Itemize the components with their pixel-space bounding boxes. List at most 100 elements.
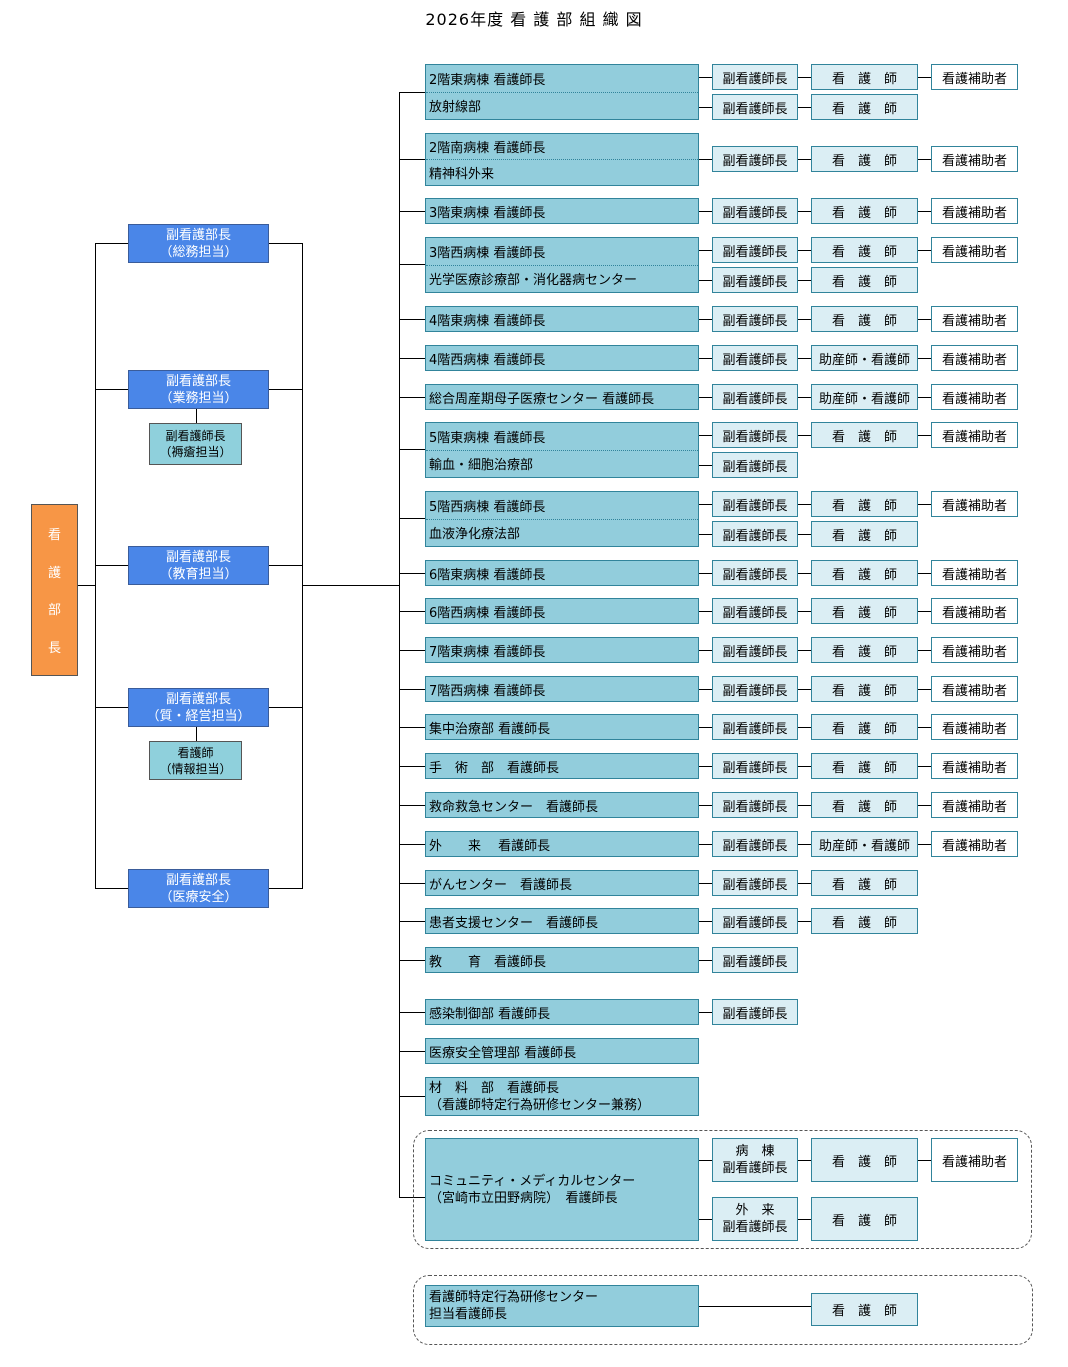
connector [917, 805, 931, 806]
connector [698, 107, 712, 108]
role-label: 看 護 師 [831, 313, 897, 329]
connector [698, 805, 712, 806]
role-label: 看 護 師 [831, 605, 897, 621]
nurse-box: 看 護 師 [811, 64, 918, 90]
dept-label: コミュニティ・メディカルセンター [429, 1173, 636, 1189]
connector [698, 358, 712, 359]
role-label: 看護補助者 [941, 313, 1007, 329]
deputy-head-nurse-box: 副看護師長 [712, 452, 798, 478]
deputy-head-nurse-box: 副看護師長 [712, 198, 798, 224]
connector [399, 92, 400, 1198]
role-label: 看護補助者 [941, 683, 1007, 699]
connector [917, 397, 931, 398]
nursing-aide-box: 看護補助者 [931, 598, 1018, 624]
deputy-head-nurse-box: 副看護師長 [712, 422, 798, 448]
dept-label: 手 術 部 看護師長 [429, 760, 560, 776]
role-label: 副看護師長 [722, 391, 788, 407]
nursing-aide-box: 看護補助者 [931, 637, 1018, 663]
nurse-box: 看 護 師 [811, 870, 918, 896]
role-label: 看護補助者 [941, 244, 1007, 260]
connector [797, 397, 811, 398]
role-label: 看護補助者 [941, 799, 1007, 815]
dept-box: 5階西病棟 看護師長 血液浄化療法部 [425, 491, 699, 547]
training-center-group-frame [413, 1275, 1033, 1345]
role-label: 病 棟 [735, 1144, 775, 1159]
director-char: 長 [47, 641, 61, 657]
role-label: 看護補助者 [941, 605, 1007, 621]
nurse-box: 看 護 師 [811, 1293, 918, 1326]
nursing-aide-box: 看護補助者 [931, 714, 1018, 740]
deputy-director-operations: 副看護部長 （業務担当） [128, 370, 269, 409]
director-char: 看 [47, 527, 61, 543]
role-label: 看護補助者 [941, 71, 1007, 87]
chart-title: 2026年度 看 護 部 組 織 図 [425, 10, 643, 29]
connector [399, 805, 425, 806]
role-label: 副看護師長 [722, 459, 788, 475]
dept-label: 救命救急センター 看護師長 [429, 799, 599, 815]
role-label: 看 護 師 [831, 721, 897, 737]
dept-label: 光学医療診療部・消化器病センター [426, 264, 698, 293]
connector [196, 408, 197, 424]
dept-label: 外 来 看護師長 [429, 838, 551, 854]
nursing-aide-box: 看護補助者 [931, 146, 1018, 172]
nursing-aide-box: 看護補助者 [931, 753, 1018, 779]
role-label: 看護補助者 [941, 644, 1007, 660]
role-label: 副看護師長 [722, 683, 788, 699]
connector [917, 573, 931, 574]
connector [698, 689, 712, 690]
connector [698, 1012, 712, 1013]
deputy-head-nurse-box: 副看護師長 [712, 831, 798, 857]
role-label: 副看護師長 [722, 644, 788, 660]
connector [698, 1306, 811, 1307]
dept-label: 2階南病棟 看護師長 [429, 141, 546, 156]
nurse-box: 看 護 師 [811, 1197, 918, 1241]
connector [797, 534, 811, 535]
role-label: 副看護師長 [722, 915, 788, 931]
dept-label: （宮崎市立田野病院） 看護師長 [429, 1190, 618, 1206]
deputy-head-nurse-box: 副看護師長 [712, 267, 798, 293]
dept-label: がんセンター 看護師長 [429, 877, 573, 893]
deputy-head-nurse-box: 副看護師長 [712, 560, 798, 586]
nurse-box: 看 護 師 [811, 521, 918, 547]
connector [399, 449, 425, 450]
connector [698, 611, 712, 612]
role-label: 看 護 師 [831, 877, 897, 893]
connector [797, 107, 811, 108]
dept-label: 5階東病棟 看護師長 [429, 430, 546, 446]
dept-label: 精神科外来 [426, 159, 698, 185]
dept-label: 血液浄化療法部 [426, 518, 698, 547]
role-label: 看 護 師 [831, 1154, 897, 1170]
deputy-head-nurse-box: 副看護師長 [712, 94, 798, 120]
role-label: 看 護 師 [831, 153, 897, 169]
deputy-role: （質・経営担当） [146, 708, 251, 724]
deputy-head-nurse-box: 副看護師長 [712, 64, 798, 90]
dept-label: （看護師特定行為研修センター兼務） [429, 1097, 651, 1113]
role-label: 外 来 [735, 1203, 775, 1218]
dept-label: 3階東病棟 看護師長 [429, 205, 546, 221]
role-label: 看護補助者 [941, 429, 1007, 445]
connector [698, 883, 712, 884]
role-label: 看 護 師 [831, 683, 897, 699]
connector [399, 689, 425, 690]
dept-box: 集中治療部 看護師長 [425, 714, 699, 740]
deputy-director-education: 副看護部長 （教育担当） [128, 546, 269, 585]
dept-box: がんセンター 看護師長 [425, 870, 699, 896]
role-label: 看 護 師 [831, 799, 897, 815]
nursing-aide-box: 看護補助者 [931, 384, 1018, 410]
role-label: 看 護 師 [831, 101, 897, 117]
connector [399, 211, 425, 212]
role-label: 看護補助者 [941, 498, 1007, 514]
connector [399, 319, 425, 320]
nursing-aide-box: 看護補助者 [931, 1138, 1018, 1182]
role-label: 副看護師長 [722, 1161, 788, 1176]
connector [917, 250, 931, 251]
dept-box: 救命救急センター 看護師長 [425, 792, 699, 818]
role-label: 副看護師長 [722, 567, 788, 583]
connector [302, 585, 399, 586]
outpatient-deputy-head-nurse-box: 外 来 副看護師長 [712, 1197, 798, 1241]
connector [698, 844, 712, 845]
role-label: 看 護 師 [831, 429, 897, 445]
role-label: 副看護師長 [722, 605, 788, 621]
nurse-box: 看 護 師 [811, 714, 918, 740]
role-label: 副看護師長 [722, 244, 788, 260]
